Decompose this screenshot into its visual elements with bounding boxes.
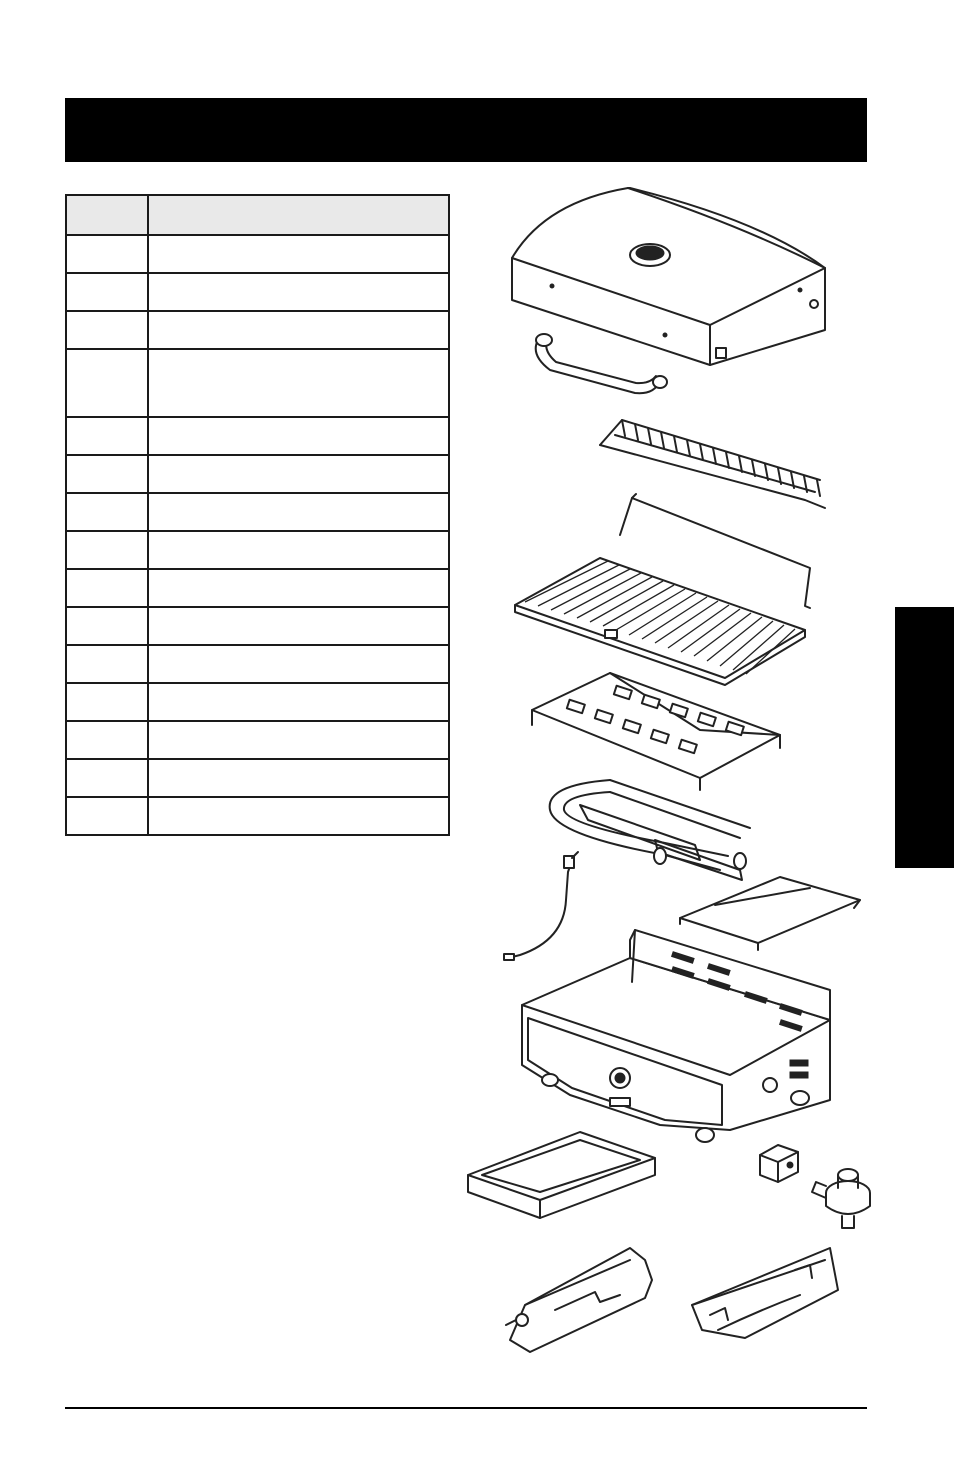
part-description — [147, 416, 450, 456]
lid-with-thermometer — [511, 187, 826, 366]
part-number — [65, 310, 149, 350]
part-number — [65, 606, 149, 646]
part-number — [65, 272, 149, 312]
part-number — [65, 234, 149, 274]
part-number — [65, 530, 149, 570]
table-row — [65, 758, 450, 798]
section-title-bar — [65, 98, 867, 162]
part-number — [65, 644, 149, 684]
warming-rack — [599, 419, 826, 509]
part-description — [147, 530, 450, 570]
regulator — [811, 1168, 871, 1229]
right-leg — [691, 1247, 839, 1339]
igniter-module — [759, 1144, 799, 1183]
footer-rule — [65, 1407, 867, 1409]
table-row — [65, 416, 450, 456]
heat-shield — [679, 876, 861, 951]
igniter-electrode — [503, 851, 579, 961]
table-row — [65, 568, 450, 608]
grease-tray — [467, 1131, 656, 1219]
part-number — [65, 796, 149, 836]
part-number — [65, 348, 149, 418]
part-description — [147, 606, 450, 646]
table-row — [65, 310, 450, 350]
cooking-grate — [514, 557, 806, 686]
part-description — [147, 234, 450, 274]
part-number — [65, 758, 149, 798]
part-description — [147, 568, 450, 608]
header-part-number — [65, 194, 149, 236]
table-row — [65, 720, 450, 760]
part-description — [147, 720, 450, 760]
part-number — [65, 568, 149, 608]
table-row — [65, 492, 450, 532]
firebox — [521, 929, 831, 1143]
part-description — [147, 682, 450, 722]
part-description — [147, 348, 450, 418]
table-row — [65, 348, 450, 418]
u-burner — [548, 779, 751, 881]
table-row — [65, 682, 450, 722]
table-row — [65, 272, 450, 312]
part-number — [65, 416, 149, 456]
part-description — [147, 310, 450, 350]
part-number — [65, 454, 149, 494]
table-row — [65, 530, 450, 570]
lid-handle — [534, 333, 668, 395]
table-row — [65, 454, 450, 494]
part-description — [147, 272, 450, 312]
part-description — [147, 492, 450, 532]
table-row — [65, 644, 450, 684]
part-description — [147, 454, 450, 494]
part-description — [147, 758, 450, 798]
part-description — [147, 644, 450, 684]
left-leg — [505, 1247, 653, 1353]
heat-tent — [531, 672, 781, 791]
table-row — [65, 234, 450, 274]
table-row — [65, 796, 450, 836]
part-number — [65, 682, 149, 722]
table-row — [65, 606, 450, 646]
side-tab — [895, 607, 954, 868]
table-header-row — [65, 194, 450, 236]
part-description — [147, 796, 450, 836]
header-description — [147, 194, 450, 236]
parts-list-table — [65, 194, 450, 836]
part-number — [65, 720, 149, 760]
part-number — [65, 492, 149, 532]
exploded-parts-diagram — [467, 187, 871, 1353]
rack-support-wire — [619, 493, 811, 609]
